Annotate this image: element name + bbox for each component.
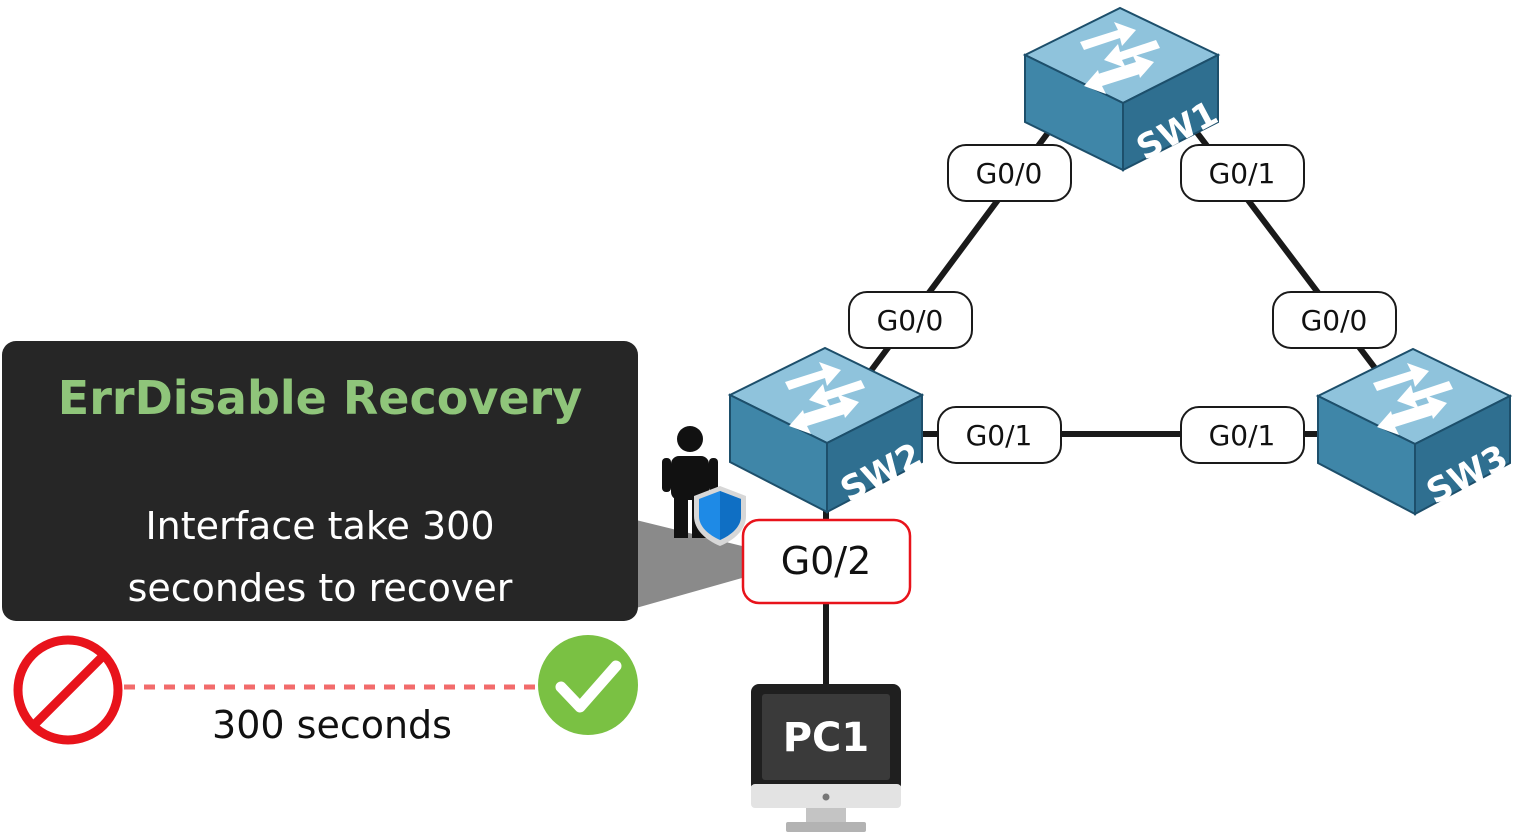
info-panel: ErrDisable Recovery Interface take 300 s…: [2, 341, 638, 621]
pc1[interactable]: PC1: [751, 684, 901, 832]
switch-arrows-icon: [1373, 363, 1453, 435]
switch-sw2[interactable]: SW2: [727, 346, 929, 514]
port-label-sw1-g01: G0/1: [1180, 144, 1305, 202]
port-label-sw2-g01: G0/1: [937, 406, 1062, 464]
pc-label: PC1: [783, 715, 870, 761]
info-body-line1: Interface take 300: [145, 504, 494, 548]
port-label-sw1-g00: G0/0: [947, 144, 1072, 202]
port-label-sw2-g00: G0/0: [848, 291, 973, 349]
switch-arrows-icon: [1080, 22, 1160, 94]
switch-arrows-icon: [785, 362, 865, 434]
info-body-line2: secondes to recover: [128, 566, 513, 610]
prohibited-icon: [13, 635, 123, 745]
svg-text:G0/1: G0/1: [966, 419, 1033, 452]
shield-icon: [694, 486, 746, 546]
svg-text:G0/2: G0/2: [781, 539, 872, 583]
svg-text:G0/0: G0/0: [877, 304, 944, 337]
switch-sw1[interactable]: SW1: [1022, 6, 1225, 172]
switch-sw3[interactable]: SW3: [1315, 347, 1515, 516]
svg-text:G0/1: G0/1: [1209, 157, 1276, 190]
port-label-sw3-g01: G0/1: [1180, 406, 1305, 464]
info-title: ErrDisable Recovery: [58, 371, 582, 425]
port-label-sw3-g00: G0/0: [1272, 291, 1397, 349]
checkmark-icon: [538, 635, 638, 735]
svg-text:G0/0: G0/0: [1301, 304, 1368, 337]
timer-label: 300 seconds: [212, 703, 452, 747]
port-label-sw2-g02: G0/2: [741, 518, 912, 605]
svg-text:G0/0: G0/0: [976, 157, 1043, 190]
svg-text:G0/1: G0/1: [1209, 419, 1276, 452]
